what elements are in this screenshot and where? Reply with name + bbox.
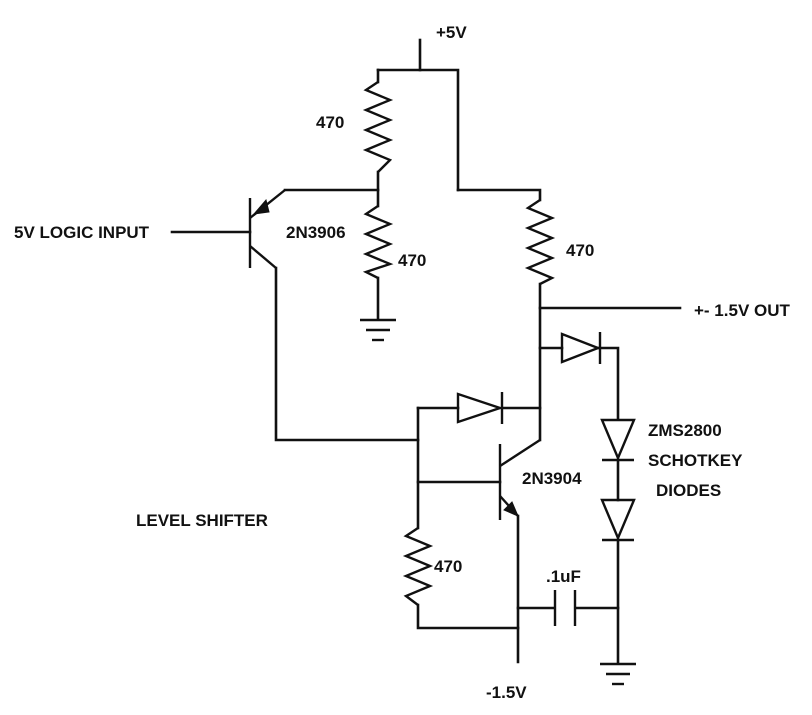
resistor-r1 bbox=[362, 81, 394, 173]
label-logic-input: 5V LOGIC INPUT bbox=[14, 223, 150, 242]
transistor-pnp bbox=[248, 189, 286, 269]
label-output: +- 1.5V OUT bbox=[694, 301, 791, 320]
label-pnp-transistor: 2N3906 bbox=[286, 223, 346, 242]
diode-base-clamp bbox=[456, 392, 504, 424]
label-supply-positive: +5V bbox=[436, 23, 467, 42]
resistor-r2 bbox=[362, 205, 394, 280]
ground-left bbox=[360, 318, 396, 342]
ground-right bbox=[600, 662, 636, 686]
schottky-diode-1 bbox=[600, 418, 636, 462]
supply-5v-rail bbox=[376, 68, 460, 192]
diode-clamp-top bbox=[560, 332, 602, 364]
resistor-r4 bbox=[402, 527, 434, 606]
label-title: LEVEL SHIFTER bbox=[136, 511, 268, 530]
clamp-right-wire bbox=[596, 346, 620, 420]
resistor-r3 bbox=[524, 199, 556, 286]
label-capacitor: .1uF bbox=[546, 567, 581, 586]
wires bbox=[170, 38, 682, 664]
label-resistor-r3: 470 bbox=[566, 241, 594, 260]
label-resistor-r1: 470 bbox=[316, 113, 344, 132]
label-diode-part-line3: DIODES bbox=[656, 481, 721, 500]
pnp-collector-leg bbox=[249, 245, 277, 269]
npn-collector-leg bbox=[499, 438, 541, 468]
pnp-collector-wire bbox=[274, 266, 420, 442]
label-diode-part-line2: SCHOTKEY bbox=[648, 451, 743, 470]
diodes bbox=[456, 332, 636, 542]
label-resistor-r4: 470 bbox=[434, 557, 462, 576]
capacitor bbox=[553, 590, 577, 626]
label-npn-transistor: 2N3904 bbox=[522, 469, 582, 488]
r4-bottom-wire bbox=[416, 603, 520, 630]
label-diode-part-line1: ZMS2800 bbox=[648, 421, 722, 440]
label-resistor-r2: 470 bbox=[398, 251, 426, 270]
schottky-diode-2 bbox=[600, 498, 636, 542]
npn-emitter-arrow bbox=[503, 501, 519, 517]
resistors bbox=[362, 81, 556, 606]
pnp-emitter-arrow bbox=[252, 198, 270, 215]
right-rail-wire bbox=[456, 188, 542, 202]
transistor-npn bbox=[498, 438, 541, 520]
label-supply-negative: -1.5V bbox=[486, 683, 527, 702]
